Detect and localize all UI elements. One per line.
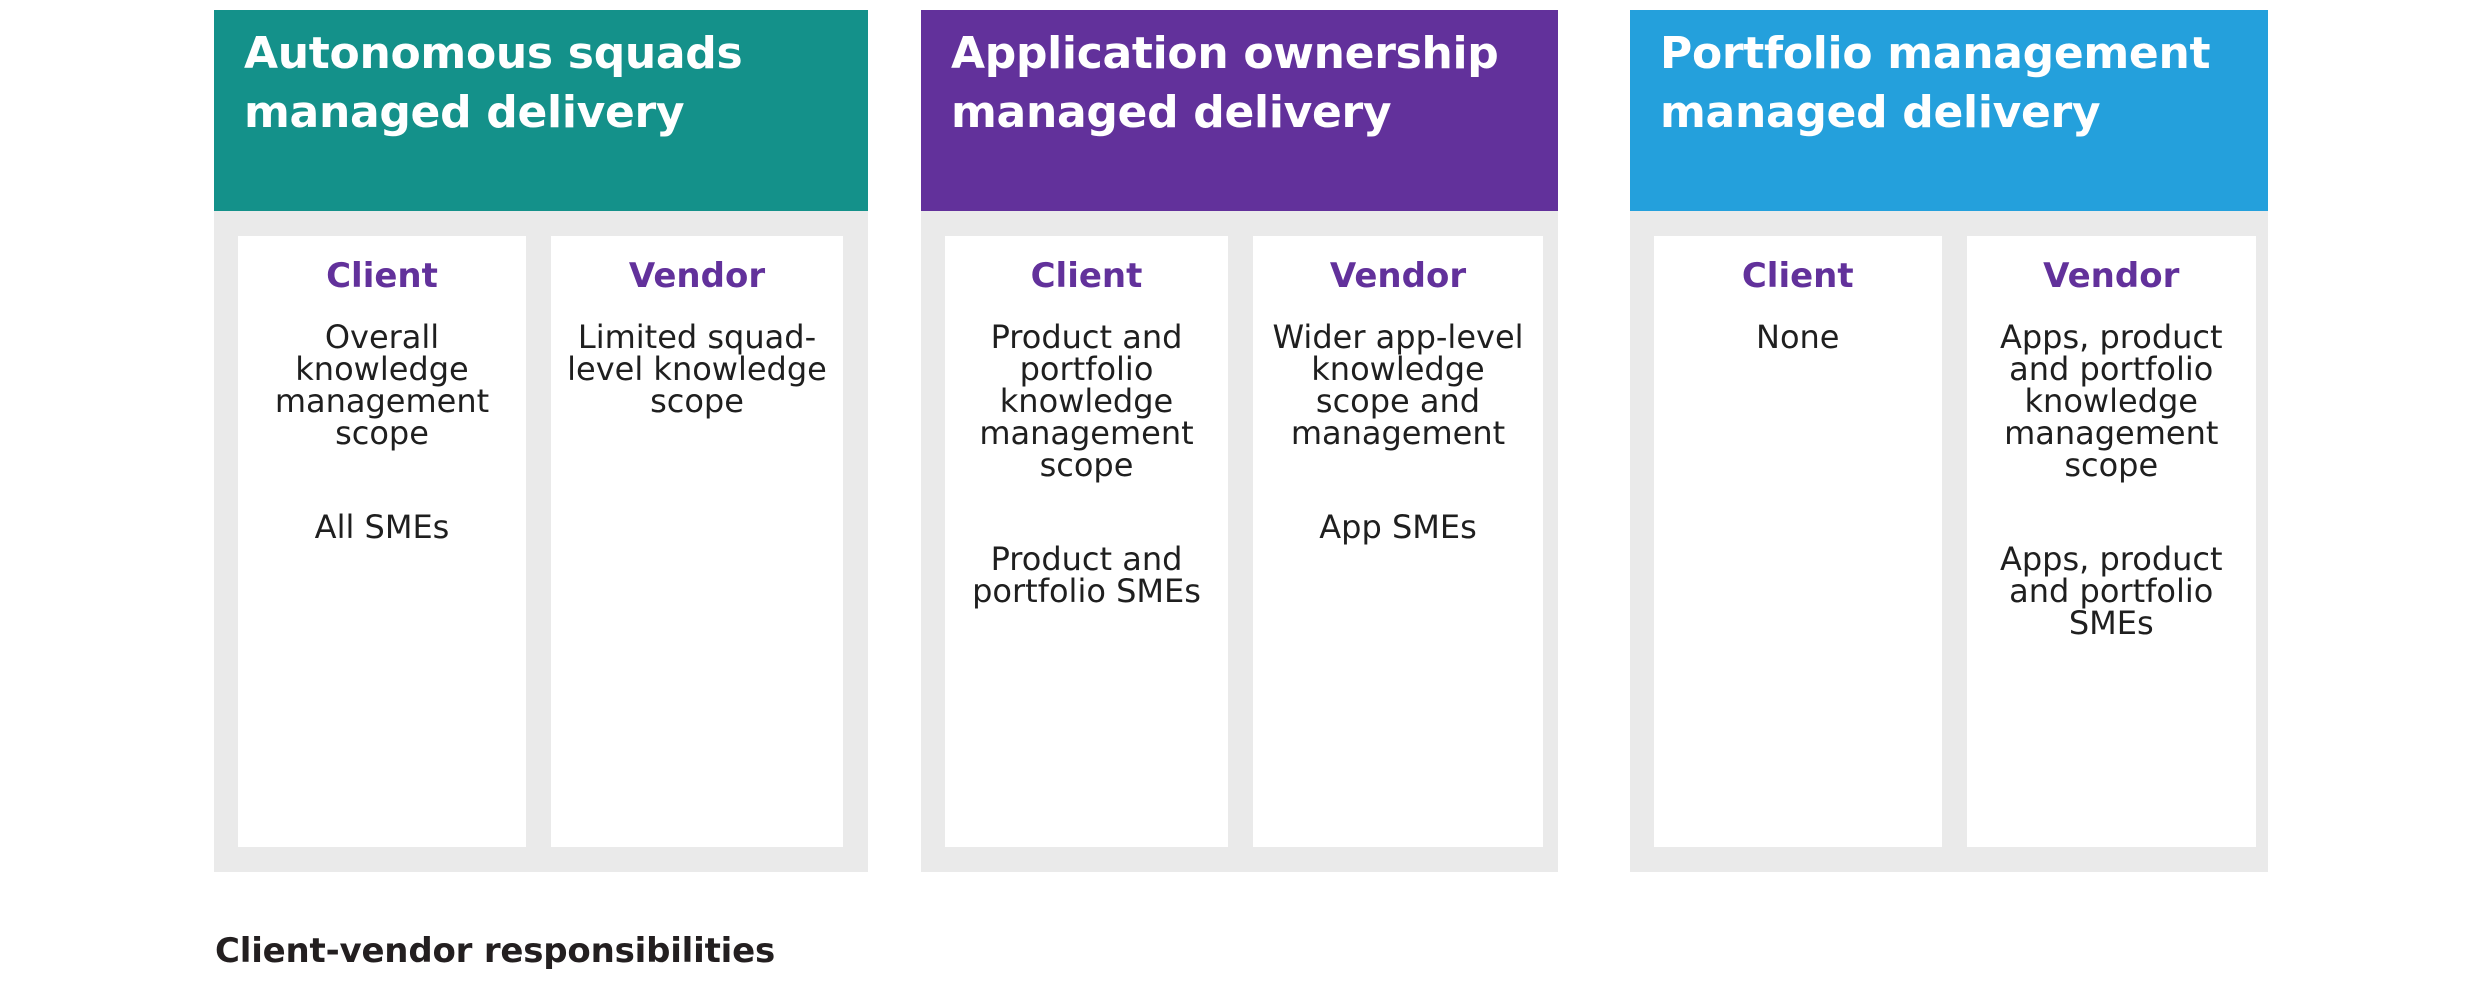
card-paragraph: Limited squad-level knowledge scope [567,318,827,421]
card-client: Client Product and portfolio knowledge m… [945,236,1228,847]
panel-title-line-2: managed delivery [951,86,1392,138]
card-title-client: Client [1030,256,1143,296]
card-client: Client Overall knowledge management scop… [238,236,526,847]
card-paragraph: Apps, product and portfolio SMEs [1999,540,2223,643]
panel-title-line-2: managed delivery [1660,86,2101,138]
card-paragraph: None [1756,318,1840,357]
card-paragraph: Overall knowledge management scope [274,318,490,453]
panel-title-line-1: Portfolio management [1660,28,2211,79]
panel-title-line-2: managed delivery [244,86,685,138]
card-paragraph: Apps, product and portfolio knowledge ma… [1999,318,2223,485]
card-paragraph: Product and portfolio knowledge manageme… [979,318,1194,485]
panel-body-portfolio-management: Client None Vendor Apps, product and por… [1630,211,2268,872]
card-title-vendor: Vendor [2043,256,2180,296]
panel-body-application-ownership: Client Product and portfolio knowledge m… [921,211,1558,872]
panel-title-line-1: Autonomous squads [244,28,743,79]
panel-portfolio-management: Portfolio management managed delivery Cl… [1630,10,2268,872]
card-paragraph: All SMEs [314,508,450,547]
diagram-caption: Client-vendor responsibilities [215,931,775,971]
card-vendor: Vendor Limited squad-level knowledge sco… [551,236,843,847]
card-title-client: Client [326,256,438,296]
card-paragraph: Product and portfolio SMEs [972,540,1201,611]
panel-body-autonomous-squads: Client Overall knowledge management scop… [214,211,868,872]
panel-header-autonomous-squads: Autonomous squads managed delivery [214,10,868,211]
card-title-client: Client [1741,256,1854,296]
panel-title-line-1: Application ownership [951,28,1499,79]
card-vendor: Vendor Apps, product and portfolio knowl… [1966,236,2256,847]
card-title-vendor: Vendor [628,256,766,296]
panel-autonomous-squads: Autonomous squads managed delivery Clien… [214,10,868,872]
card-vendor: Vendor Wider app-level knowledge scope a… [1253,236,1543,847]
panel-header-portfolio-management: Portfolio management managed delivery [1630,10,2268,211]
card-paragraph: App SMEs [1319,508,1477,547]
panel-application-ownership: Application ownership managed delivery C… [921,10,1558,872]
card-paragraph: Wider app-level knowledge scope and mana… [1272,318,1524,453]
card-title-vendor: Vendor [1329,256,1467,296]
panel-header-application-ownership: Application ownership managed delivery [921,10,1558,211]
card-client: Client None [1654,236,1942,847]
